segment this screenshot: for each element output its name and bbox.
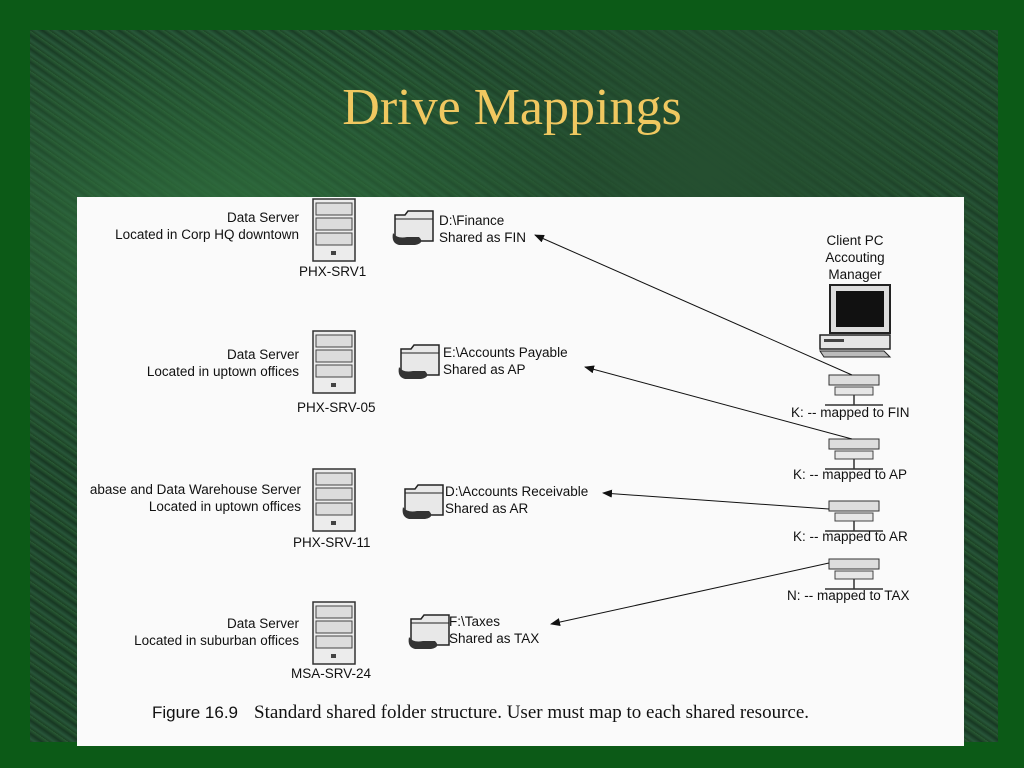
server-icon xyxy=(312,601,356,665)
server-location-label: Located in Corp HQ downtown xyxy=(115,227,299,242)
client-label-line: Client PC xyxy=(826,233,884,248)
share-info: D:\Accounts Receivable Shared as AR xyxy=(445,483,588,517)
server-name: PHX-SRV1 xyxy=(299,264,367,279)
server-location-label: Located in suburban offices xyxy=(134,633,299,648)
caption-text: Standard shared folder structure. User m… xyxy=(254,702,810,723)
shared-folder-icon xyxy=(391,210,434,246)
mapping-arrow-ap xyxy=(584,365,853,440)
server-description: Data Server Located in Corp HQ downtown xyxy=(115,209,299,243)
network-drive-icon xyxy=(824,438,884,470)
network-drive-icon xyxy=(824,500,884,532)
slide-title: Drive Mappings xyxy=(342,79,682,136)
server-name: PHX-SRV-05 xyxy=(297,400,376,415)
figure-caption: Figure 16.9 Standard shared folder struct… xyxy=(152,702,809,724)
server-name: PHX-SRV-11 xyxy=(293,535,371,550)
mapping-arrow-ar xyxy=(602,489,830,510)
mapping-label: K: -- mapped to AR xyxy=(793,529,908,544)
shared-folder-icon xyxy=(401,484,444,520)
diagram-figure: Data Server Located in Corp HQ downtown … xyxy=(77,197,964,746)
server-location-label: Located in uptown offices xyxy=(148,499,301,514)
server-type-label: Data Server xyxy=(226,616,299,631)
share-info: D:\Finance Shared as FIN xyxy=(439,212,526,246)
client-label-line: Manager xyxy=(828,267,882,282)
share-name: Shared as FIN xyxy=(439,230,527,245)
server-icon xyxy=(312,330,356,394)
folder-path: E:\Accounts Payable xyxy=(443,345,568,360)
client-label-line: Accouting xyxy=(825,250,885,265)
mapping-arrow-fin xyxy=(534,234,853,376)
folder-path: D:\Accounts Receivable xyxy=(445,484,589,499)
folder-path: D:\Finance xyxy=(439,213,505,228)
server-type-label: Data Server xyxy=(226,347,299,362)
share-info: E:\Accounts Payable Shared as AP xyxy=(443,344,568,378)
server-icon xyxy=(312,468,356,532)
server-icon xyxy=(312,198,356,262)
share-info: F:\Taxes Shared as TAX xyxy=(449,613,539,647)
network-drive-icon xyxy=(824,558,884,590)
share-name: Shared as AR xyxy=(445,501,529,516)
network-drive-icon xyxy=(824,374,884,406)
server-type-label: abase and Data Warehouse Server xyxy=(89,482,301,497)
shared-folder-icon xyxy=(407,614,450,650)
mapping-label: N: -- mapped to TAX xyxy=(787,588,910,603)
share-name: Shared as TAX xyxy=(449,631,540,646)
server-location-label: Located in uptown offices xyxy=(146,364,299,379)
server-name: MSA-SRV-24 xyxy=(291,666,372,681)
share-name: Shared as AP xyxy=(443,362,526,377)
mapping-label: K: -- mapped to FIN xyxy=(791,405,910,420)
folder-path: F:\Taxes xyxy=(449,614,501,629)
diagram-canvas xyxy=(312,198,892,665)
server-description: Data Server Located in uptown offices xyxy=(147,346,299,380)
server-description: Data Server Located in suburban offices xyxy=(134,615,299,649)
mapping-arrow-tax xyxy=(550,562,830,626)
client-pc-label: Client PC Accouting Manager xyxy=(815,232,895,283)
shared-folder-icon xyxy=(397,344,440,380)
figure-number: Figure 16.9 xyxy=(152,703,238,722)
client-pc-icon xyxy=(819,284,892,358)
server-type-label: Data Server xyxy=(226,210,299,225)
server-description: abase and Data Warehouse Server Located … xyxy=(90,481,301,515)
mapping-label: K: -- mapped to AP xyxy=(793,467,908,482)
